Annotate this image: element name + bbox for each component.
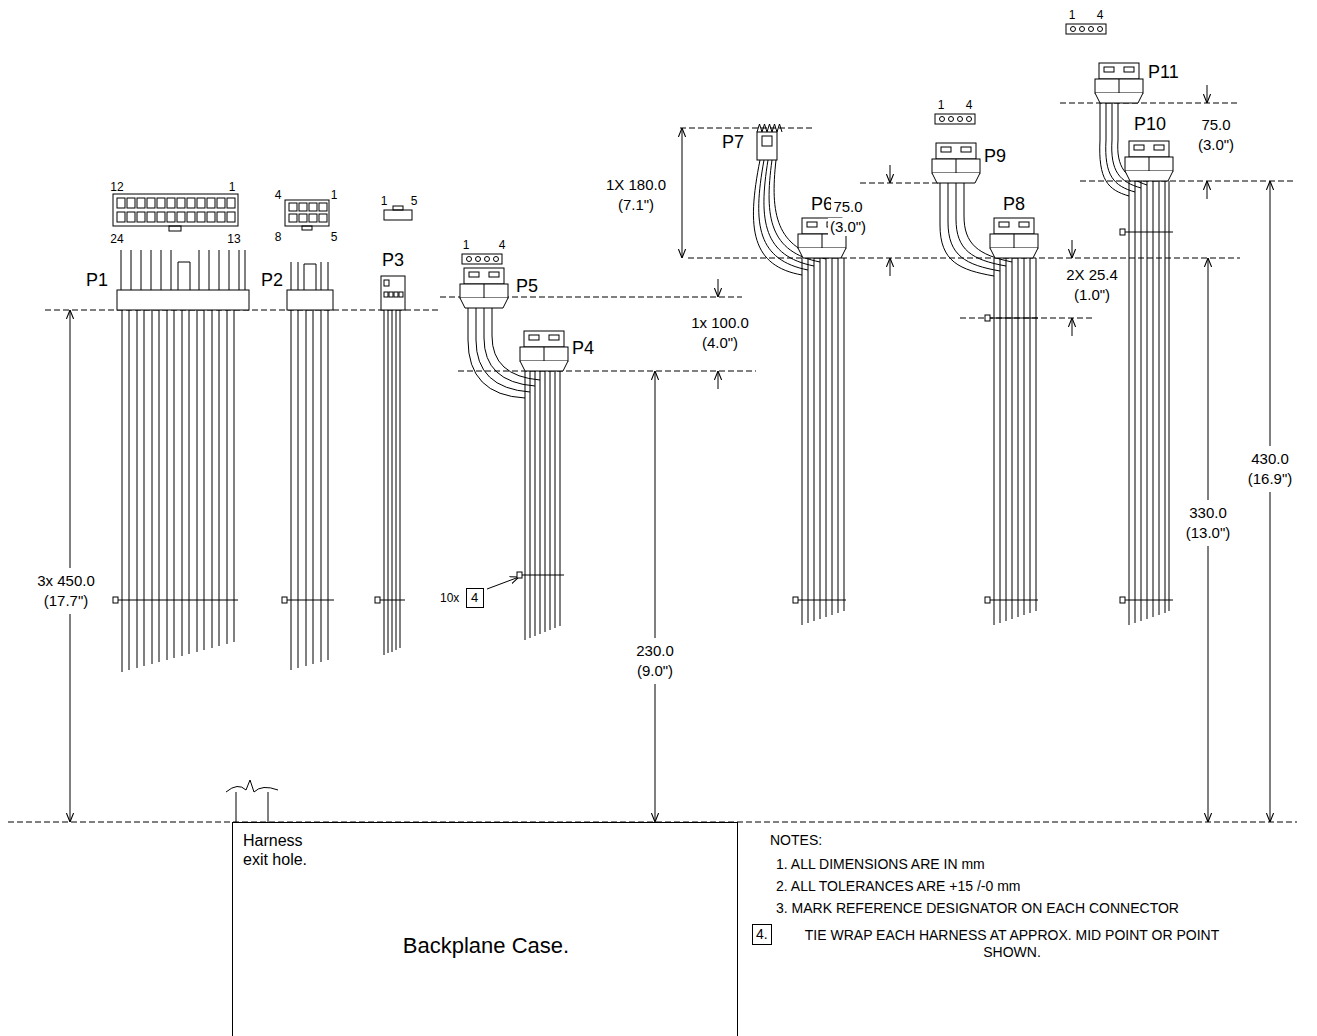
callout-box: 4 — [466, 588, 484, 608]
reference-designator: P10 — [1134, 114, 1166, 136]
note-number-box: 4. — [752, 924, 772, 945]
pin-number: 4 — [499, 238, 506, 252]
dimension-text: 1X 180.0 — [604, 176, 668, 194]
dimension-text: 2X 25.4 — [1064, 266, 1120, 284]
note-text: 1. ALL DIMENSIONS ARE IN mm — [776, 856, 985, 873]
reference-designator: P7 — [722, 132, 744, 154]
notes-heading: NOTES: — [770, 832, 822, 849]
pin-number: 1 — [1069, 8, 1076, 22]
dimension-text: 230.0 — [634, 642, 676, 660]
dimension-text: (17.7") — [42, 592, 91, 610]
pin-number: 1 — [938, 98, 945, 112]
callout-count: 10x — [440, 591, 459, 605]
dimension-text: (1.0") — [1072, 286, 1112, 304]
reference-designator: P5 — [516, 276, 538, 298]
dimension-text: 330.0 — [1187, 504, 1229, 522]
hole-label: Harness exit hole. — [243, 831, 323, 869]
pin-number: 1 — [331, 188, 338, 202]
pin-number: 1 — [463, 238, 470, 252]
dimension-text: 75.0 — [831, 198, 864, 216]
dimension-text: (3.0") — [1196, 136, 1236, 154]
backplane-case: Harness exit hole. Backplane Case. — [232, 822, 738, 1036]
dimension-text: 430.0 — [1249, 450, 1291, 468]
dimension-text: (3.0") — [828, 218, 868, 236]
pin-number: 5 — [331, 230, 338, 244]
pin-number: 1 — [381, 194, 388, 208]
dimension-text: (7.1") — [616, 196, 656, 214]
pin-number: 5 — [411, 194, 418, 208]
dimension-text: 75.0 — [1199, 116, 1232, 134]
reference-designator: P8 — [1003, 194, 1025, 216]
pin-number: 4 — [966, 98, 973, 112]
box-text: 4. — [756, 926, 768, 943]
pin-number: 13 — [227, 232, 240, 246]
reference-designator: P3 — [382, 250, 404, 272]
pin-number: 4 — [275, 188, 282, 202]
pin-number: 8 — [275, 230, 282, 244]
reference-designator: P2 — [261, 270, 283, 292]
dimension-text: 3x 450.0 — [35, 572, 97, 590]
note-text: TIE WRAP EACH HARNESS AT APPROX. MID POI… — [782, 927, 1242, 961]
dimension-text: (4.0") — [700, 334, 740, 352]
reference-designator: P1 — [86, 270, 108, 292]
case-label: Backplane Case. — [403, 933, 569, 959]
reference-designator: P9 — [984, 146, 1006, 168]
note-text: 2. ALL TOLERANCES ARE +15 /-0 mm — [776, 878, 1020, 895]
pin-number: 12 — [110, 180, 123, 194]
dimension-text: (16.9") — [1246, 470, 1295, 488]
dimension-text: 1x 100.0 — [689, 314, 751, 332]
pin-number: 24 — [110, 232, 123, 246]
box-text: 4 — [471, 590, 479, 606]
note-text: 3. MARK REFERENCE DESIGNATOR ON EACH CON… — [776, 900, 1179, 917]
dimension-text: (13.0") — [1184, 524, 1233, 542]
pin-number: 4 — [1097, 8, 1104, 22]
reference-designator: P6 — [811, 194, 833, 216]
pin-number: 1 — [229, 180, 236, 194]
dimension-text: (9.0") — [635, 662, 675, 680]
reference-designator: P4 — [572, 338, 594, 360]
reference-designator: P11 — [1148, 62, 1179, 84]
